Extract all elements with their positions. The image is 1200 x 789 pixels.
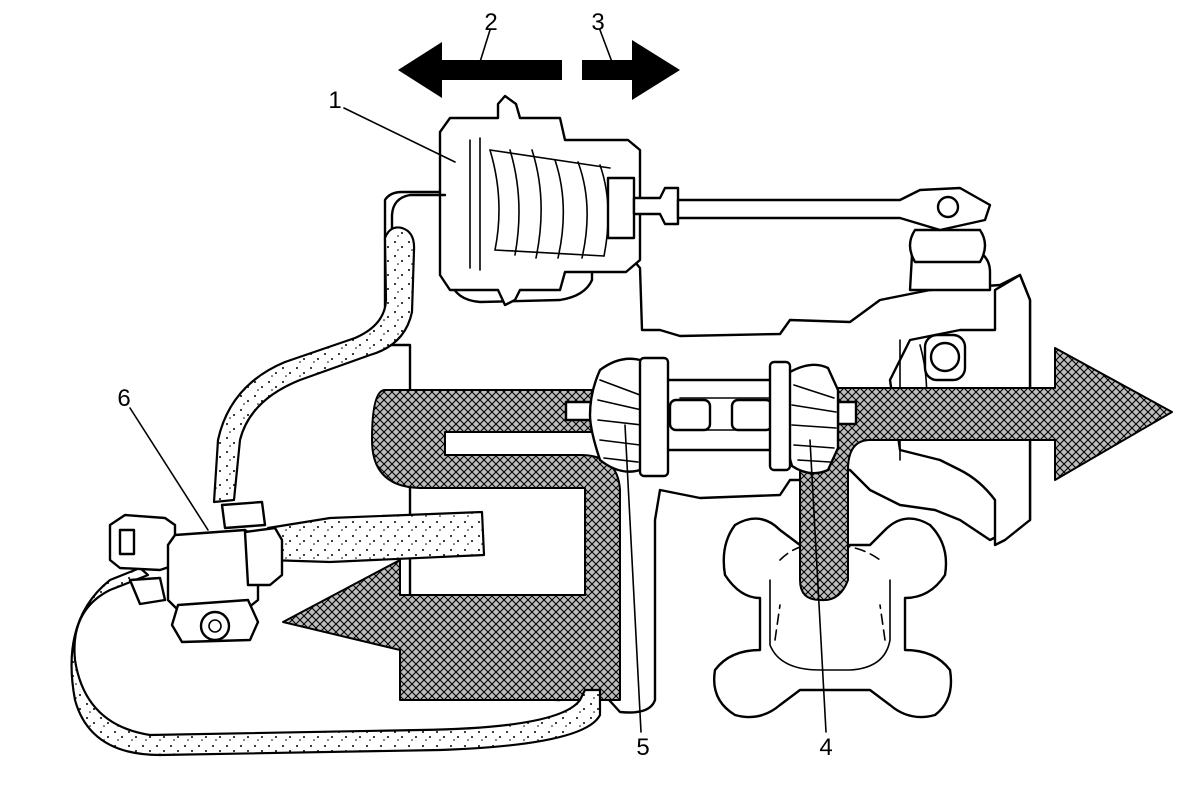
actuator-vacuum-line [390, 193, 447, 234]
leader-line-1 [343, 107, 456, 163]
actuator-vacuum-hose [212, 226, 416, 504]
boost-control-solenoid [108, 500, 284, 644]
leader-lines [129, 29, 827, 733]
compressor-wheel [588, 356, 670, 478]
callout-6: 6 [117, 385, 130, 412]
boost-supply-hose [266, 510, 486, 564]
callout-5: 5 [636, 734, 649, 761]
leader-line-6 [129, 407, 209, 531]
intake-flow-arrow [282, 389, 621, 701]
linkage-bracket [908, 228, 992, 382]
wastegate-actuator [438, 94, 992, 307]
turbine-housing-lobes [713, 517, 953, 719]
turbo-shaft [564, 378, 858, 452]
extend-direction-arrow [582, 40, 680, 100]
turbine-wheel [768, 360, 840, 475]
return-hose [70, 566, 602, 757]
callout-3: 3 [591, 9, 604, 36]
callout-2: 2 [484, 9, 497, 36]
leader-line-5 [624, 424, 642, 733]
callout-1: 1 [328, 87, 341, 114]
leader-line-3 [599, 29, 613, 63]
leader-line-4 [809, 439, 827, 733]
leader-line-2 [479, 29, 491, 63]
retract-direction-arrow [398, 42, 562, 98]
callout-4: 4 [819, 734, 832, 761]
